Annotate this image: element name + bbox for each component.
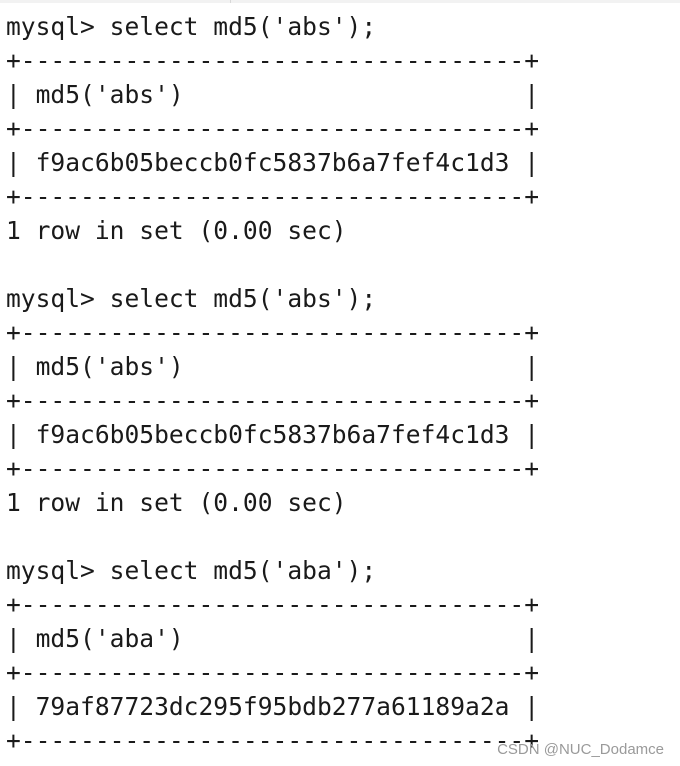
csdn-watermark: CSDN @NUC_Dodamce [497, 741, 664, 758]
result-summary: 1 row in set (0.00 sec) [6, 216, 347, 245]
table-border: +----------------------------------+ [6, 386, 540, 415]
table-border: +----------------------------------+ [6, 318, 540, 347]
prompt-line: mysql> select md5('aba'); [6, 556, 377, 585]
table-row: | 79af87723dc295f95bdb277a61189a2a | [6, 692, 540, 721]
table-row: | f9ac6b05beccb0fc5837b6a7fef4c1d3 | [6, 420, 540, 449]
window-top-edge [0, 0, 680, 3]
table-header: | md5('abs') | [6, 352, 540, 381]
table-border: +----------------------------------+ [6, 726, 540, 755]
mysql-terminal-output[interactable]: mysql> select md5('abs'); +--------------… [6, 10, 666, 758]
table-header: | md5('abs') | [6, 80, 540, 109]
result-summary: 1 row in set (0.00 sec) [6, 488, 347, 517]
table-border: +----------------------------------+ [6, 114, 540, 143]
blank-line [6, 248, 666, 282]
table-border: +----------------------------------+ [6, 46, 540, 75]
table-border: +----------------------------------+ [6, 658, 540, 687]
prompt-line: mysql> select md5('abs'); [6, 284, 377, 313]
table-border: +----------------------------------+ [6, 454, 540, 483]
blank-line [6, 520, 666, 554]
table-header: | md5('aba') | [6, 624, 540, 653]
window-divider-tick [230, 0, 231, 3]
table-border: +----------------------------------+ [6, 182, 540, 211]
table-border: +----------------------------------+ [6, 590, 540, 619]
prompt-line: mysql> select md5('abs'); [6, 12, 377, 41]
table-row: | f9ac6b05beccb0fc5837b6a7fef4c1d3 | [6, 148, 540, 177]
